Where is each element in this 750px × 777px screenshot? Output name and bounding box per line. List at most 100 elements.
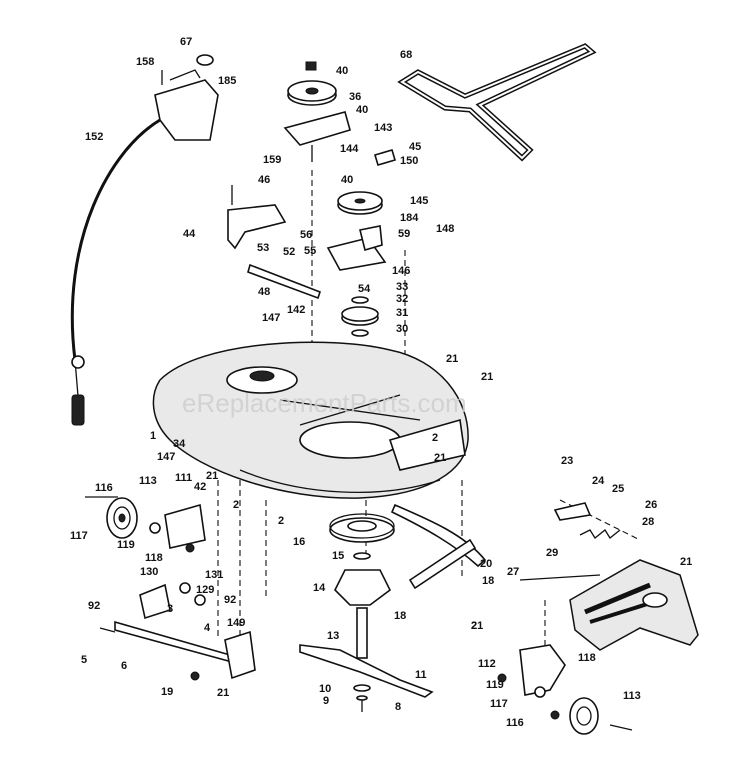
part-label: 54 <box>358 283 371 295</box>
part-label: 20 <box>480 558 492 570</box>
part-label: 30 <box>396 323 408 335</box>
belt-cover <box>227 185 287 250</box>
part-label: 3 <box>167 603 173 615</box>
part-label: 28 <box>642 516 654 528</box>
part-label: 42 <box>194 481 206 493</box>
part-label: 44 <box>183 228 196 240</box>
part-label: 24 <box>592 475 605 487</box>
idler-arm <box>247 263 322 300</box>
spindle-pulley-145 <box>326 149 406 360</box>
part-label: 142 <box>287 304 305 316</box>
part-label: 52 <box>283 246 295 258</box>
baffle-20 <box>390 503 487 590</box>
watermark: eReplacementParts.com <box>182 388 467 418</box>
part-label: 32 <box>396 293 408 305</box>
part-label: 68 <box>400 49 412 61</box>
part-label: 21 <box>680 556 692 568</box>
part-label: 143 <box>374 122 392 134</box>
cutting-blade <box>299 644 434 712</box>
part-label: 14 <box>313 582 326 594</box>
part-label: 129 <box>196 584 214 596</box>
part-label: 34 <box>173 438 186 450</box>
part-label: 19 <box>161 686 173 698</box>
mower-deck <box>152 341 469 499</box>
part-label: 117 <box>490 698 508 710</box>
part-label: 9 <box>323 695 329 707</box>
part-label: 150 <box>400 155 418 167</box>
chute-spring <box>553 502 621 539</box>
part-label: 113 <box>623 690 641 702</box>
part-label: 29 <box>546 547 558 559</box>
part-label: 59 <box>398 228 410 240</box>
part-label: 2 <box>432 432 438 444</box>
part-label: 113 <box>139 475 157 487</box>
part-label: 185 <box>218 75 236 87</box>
part-label: 56 <box>300 229 312 241</box>
part-label: 92 <box>224 594 236 606</box>
gauge-wheel-right <box>497 644 633 735</box>
part-labels: 6715818540364014314415968451504014518459… <box>70 36 692 729</box>
part-label: 92 <box>88 600 100 612</box>
part-label: 2 <box>233 499 239 511</box>
part-label: 184 <box>400 212 419 224</box>
part-label: 5 <box>81 654 87 666</box>
part-label: 4 <box>204 622 211 634</box>
part-label: 118 <box>578 652 596 664</box>
part-label: 119 <box>117 539 135 551</box>
discharge-chute <box>519 559 699 651</box>
part-label: 112 <box>478 658 496 670</box>
part-label: 1 <box>150 430 156 442</box>
part-label: 159 <box>263 154 281 166</box>
part-label: 21 <box>471 620 483 632</box>
part-label: 119 <box>486 679 504 691</box>
part-label: 145 <box>410 195 428 207</box>
part-label: 10 <box>319 683 331 695</box>
spindle-assembly <box>329 513 395 659</box>
part-label: 27 <box>507 566 519 578</box>
part-label: 116 <box>95 482 113 494</box>
pulley-stack <box>341 296 379 337</box>
part-label: 118 <box>145 552 163 564</box>
part-label: 18 <box>394 610 406 622</box>
part-label: 8 <box>395 701 401 713</box>
part-label: 158 <box>136 56 154 68</box>
part-label: 40 <box>336 65 348 77</box>
part-label: 116 <box>506 717 524 729</box>
part-label: 36 <box>349 91 361 103</box>
part-label: 21 <box>217 687 229 699</box>
part-label: 148 <box>436 223 454 235</box>
part-label: 55 <box>304 245 316 257</box>
part-label: 130 <box>140 566 158 578</box>
part-label: 144 <box>340 143 359 155</box>
part-label: 16 <box>293 536 305 548</box>
part-label: 45 <box>409 141 421 153</box>
part-label: 40 <box>356 104 368 116</box>
part-label: 15 <box>332 550 344 562</box>
part-label: 117 <box>70 530 88 542</box>
part-label: 13 <box>327 630 339 642</box>
part-label: 18 <box>482 575 494 587</box>
part-label: 23 <box>561 455 573 467</box>
part-label: 40 <box>341 174 353 186</box>
part-label: 31 <box>396 307 408 319</box>
part-label: 21 <box>434 452 446 464</box>
part-label: 149 <box>227 617 245 629</box>
part-label: 21 <box>481 371 493 383</box>
idler-pulley-assembly <box>283 61 351 360</box>
part-label: 46 <box>258 174 270 186</box>
part-label: 33 <box>396 281 408 293</box>
cable-bracket <box>154 54 219 141</box>
mower-belt <box>397 43 597 162</box>
part-label: 6 <box>121 660 127 672</box>
part-label: 21 <box>206 470 218 482</box>
part-label: 53 <box>257 242 269 254</box>
gauge-wheel-left <box>85 496 206 553</box>
part-label: 21 <box>446 353 458 365</box>
part-label: 11 <box>415 669 427 681</box>
part-label: 147 <box>262 312 280 324</box>
part-label: 111 <box>175 472 192 484</box>
lift-link-assembly <box>99 582 256 681</box>
part-label: 147 <box>157 451 175 463</box>
part-label: 25 <box>612 483 624 495</box>
